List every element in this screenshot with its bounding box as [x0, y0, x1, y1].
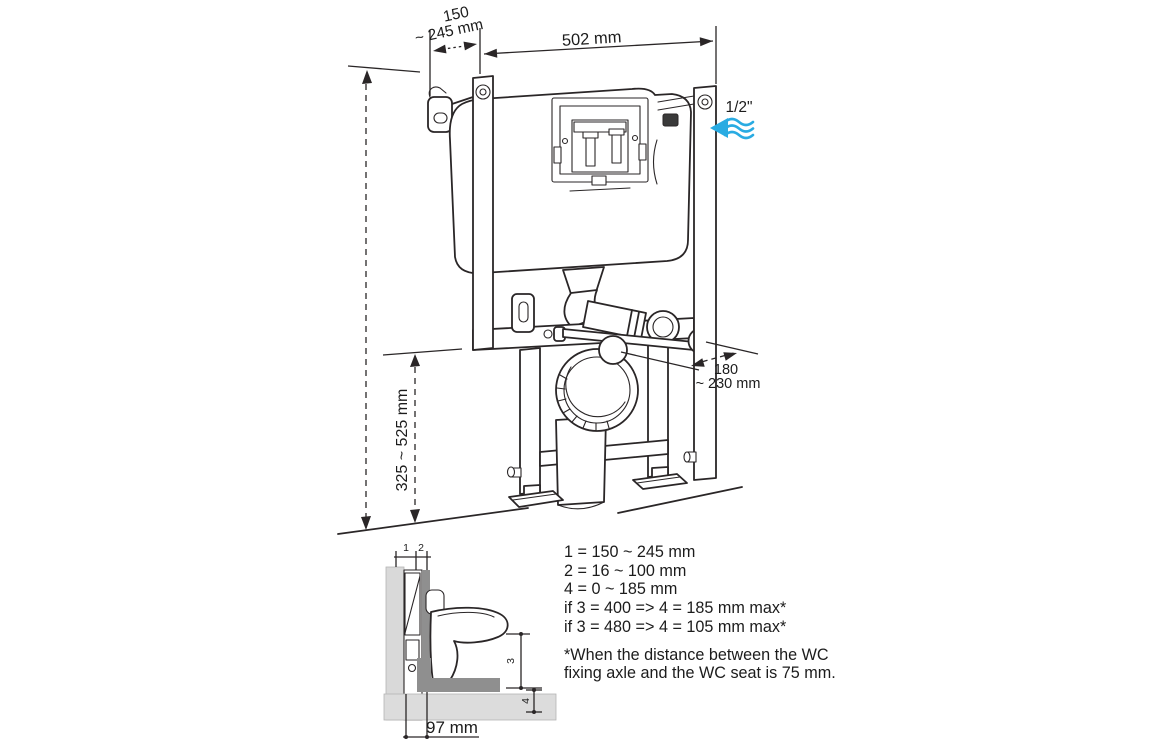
legend-line: if 3 = 400 => 4 = 185 mm max*: [564, 599, 787, 618]
legend-block: 1 = 150 ~ 245 mm 2 = 16 ~ 100 mm 4 = 0 ~…: [564, 543, 884, 683]
footnote-line: *When the distance between the WC: [564, 645, 829, 664]
adjustable-feet: [506, 466, 688, 508]
wc-bowl-profile: [429, 606, 509, 688]
footnote-line: fixing axle and the WC seat is 75 mm.: [564, 664, 836, 683]
floor-lines: [337, 486, 743, 535]
legend-line: 4 = 0 ~ 185 mm: [564, 580, 678, 599]
dim-97mm: 97 mm: [403, 692, 479, 739]
water-flow-icon: [710, 117, 755, 140]
side-rails: [472, 75, 717, 481]
dim-3: 3: [505, 632, 542, 690]
legend-line: 1 = 150 ~ 245 mm: [564, 543, 696, 561]
left-axle-cap: [598, 335, 628, 365]
left-leg: [519, 347, 541, 495]
dim-leg-height-value: 325 ~ 525 mm: [394, 389, 411, 492]
dim2-label: 2: [418, 542, 424, 554]
left-rail: [472, 75, 494, 351]
dim-frame-width: 502 mm: [483, 26, 717, 84]
inlet-size-label: 1/2": [725, 99, 752, 116]
support-bracket: [417, 658, 500, 692]
dim-axle-value-line2: ~ 230 mm: [696, 376, 761, 392]
side-view-diagram: 1 2 3 4 97 mm: [383, 542, 557, 739]
dim-depth-value: 97 mm: [426, 718, 478, 737]
flush-access-panel: [551, 97, 649, 192]
dim1-label: 1: [403, 542, 409, 554]
dim-1-2: 1 2: [394, 542, 431, 570]
flush-pipe-horizontal: [582, 300, 680, 344]
dim-axle-value-line1: 180: [714, 362, 738, 378]
finished-wall-panel: [422, 570, 430, 692]
water-inlet-annotation: 1/2": [710, 99, 755, 140]
dim3-label: 3: [505, 658, 517, 664]
dim-frame-width-value: 502 mm: [561, 28, 622, 50]
main-frame-drawing: [337, 75, 743, 535]
dim-axle-spacing: 180 ~ 230 mm: [620, 341, 761, 392]
frame-legs: [519, 337, 669, 495]
water-inlet-connector: [662, 113, 679, 127]
legend-footnote: *When the distance between the WC fixing…: [564, 646, 884, 683]
dim-4: 4: [520, 688, 542, 714]
dim-bracket-range-value-line1: 150: [442, 4, 471, 26]
dim4-label: 4: [520, 698, 532, 704]
right-rail: [693, 85, 717, 481]
legend-line: if 3 = 480 => 4 = 105 mm max*: [564, 617, 787, 636]
clamp-hatching: [556, 374, 610, 432]
floor-section: [383, 693, 557, 721]
legend-line: 2 = 16 ~ 100 mm: [564, 561, 687, 580]
drain-clamp-ring: [555, 348, 639, 432]
dim-leg-height: 325 ~ 525 mm: [347, 65, 463, 530]
